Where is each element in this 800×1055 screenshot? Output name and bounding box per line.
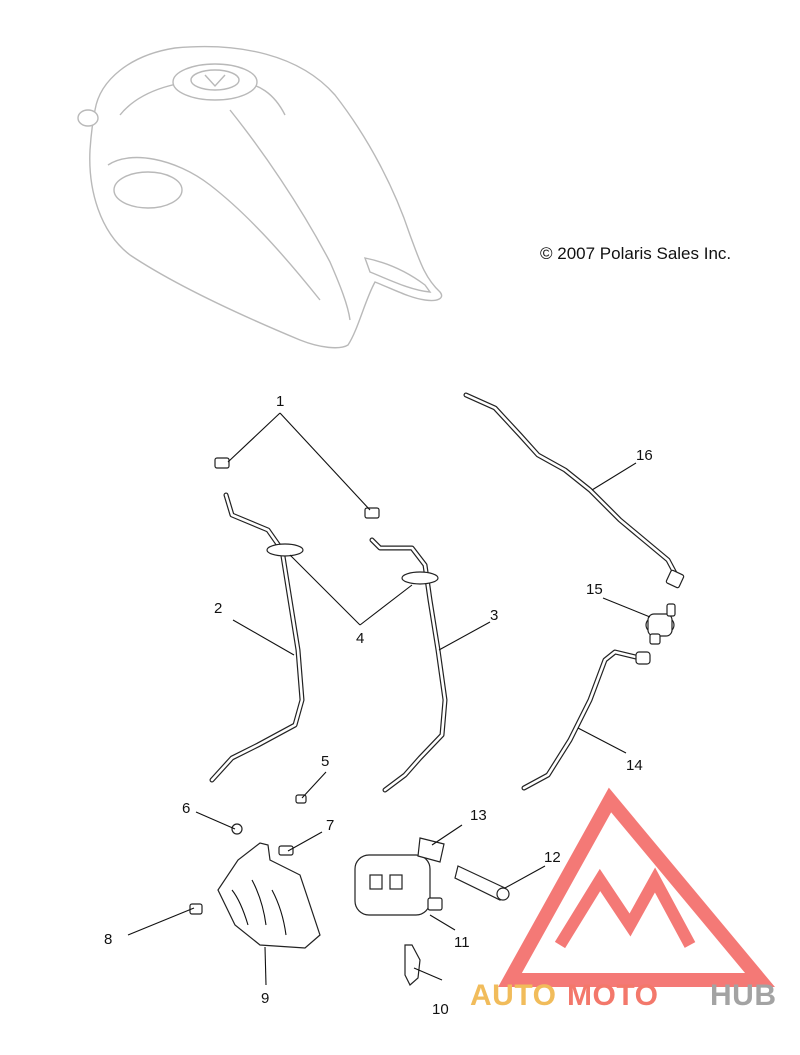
leader-lines	[127, 412, 651, 986]
callout-3: 3	[490, 607, 498, 624]
part-14-hose	[521, 649, 651, 791]
part-6-nut	[231, 823, 243, 835]
watermark-text-auto: AUTO	[470, 979, 556, 1012]
part-16-vent-line	[463, 392, 685, 589]
callout-9: 9	[261, 990, 269, 1007]
callout-15: 15	[586, 581, 603, 598]
callout-13: 13	[470, 807, 487, 824]
callout-6: 6	[182, 800, 190, 817]
part-10-clamp	[404, 944, 421, 986]
callout-5: 5	[321, 753, 329, 770]
part-4-straps	[266, 543, 439, 585]
callouts: 1 2 3 4 5 6 7 8 9 10 11 12 13 14 15 16	[104, 393, 653, 1018]
callout-7: 7	[326, 817, 334, 834]
part-9-bracket	[217, 842, 321, 949]
part-12-tube	[454, 865, 510, 901]
callout-16: 16	[636, 447, 653, 464]
callout-4: 4	[356, 630, 364, 647]
watermark-text-hub: HUB	[710, 979, 777, 1012]
copyright-text: © 2007 Polaris Sales Inc.	[540, 244, 732, 263]
part-1-clamps	[214, 457, 380, 519]
part-2-hose	[209, 492, 305, 783]
watermark-triangle	[498, 787, 775, 987]
watermark-logo: AUTO MOTO HUB	[470, 787, 777, 1012]
part-7-bolt	[278, 845, 294, 856]
callout-12: 12	[544, 849, 561, 866]
watermark-text-moto: MOTO	[567, 979, 658, 1012]
callout-8: 8	[104, 931, 112, 948]
callout-2: 2	[214, 600, 222, 617]
part-3-hose	[369, 537, 448, 793]
fuel-tank	[77, 45, 443, 349]
part-5-clip	[295, 794, 307, 804]
callout-11: 11	[454, 934, 470, 951]
callout-1: 1	[276, 393, 284, 410]
part-11-canister	[354, 854, 443, 916]
part-8-bolt	[189, 903, 203, 915]
callout-10: 10	[432, 1001, 449, 1018]
callout-14: 14	[626, 757, 643, 774]
part-15-valve	[645, 603, 676, 645]
